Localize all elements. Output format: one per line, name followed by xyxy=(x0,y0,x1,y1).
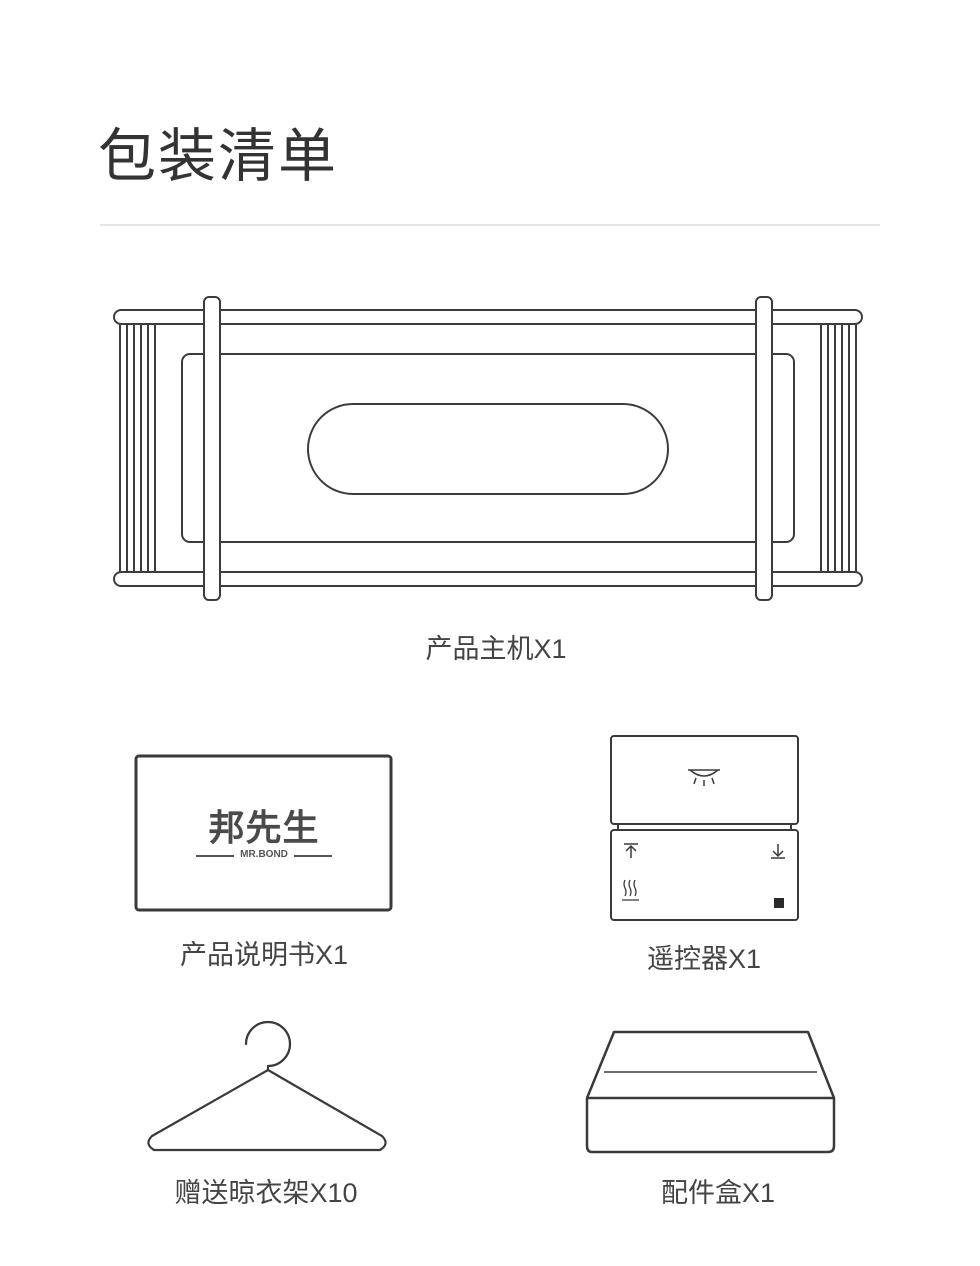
remote-control-icon xyxy=(608,734,802,924)
drying-rack-main-unit-icon xyxy=(108,292,868,604)
hanger-caption: 赠送晾衣架X10 xyxy=(174,1178,358,1208)
title-divider xyxy=(100,224,880,226)
clothes-hanger-icon xyxy=(142,1012,392,1156)
accessory-box-icon xyxy=(582,1028,838,1156)
manual-caption: 产品说明书X1 xyxy=(179,940,349,970)
manual-logo-text: 邦先生 xyxy=(208,807,320,848)
remote-caption: 遥控器X1 xyxy=(646,944,762,974)
page-title: 包装清单 xyxy=(98,124,339,189)
manual-logo-subtext: MR.BOND xyxy=(240,849,288,860)
accessory-box-caption: 配件盒X1 xyxy=(660,1178,776,1208)
manual-booklet-icon xyxy=(134,754,394,914)
main-unit-caption: 产品主机X1 xyxy=(425,634,567,664)
